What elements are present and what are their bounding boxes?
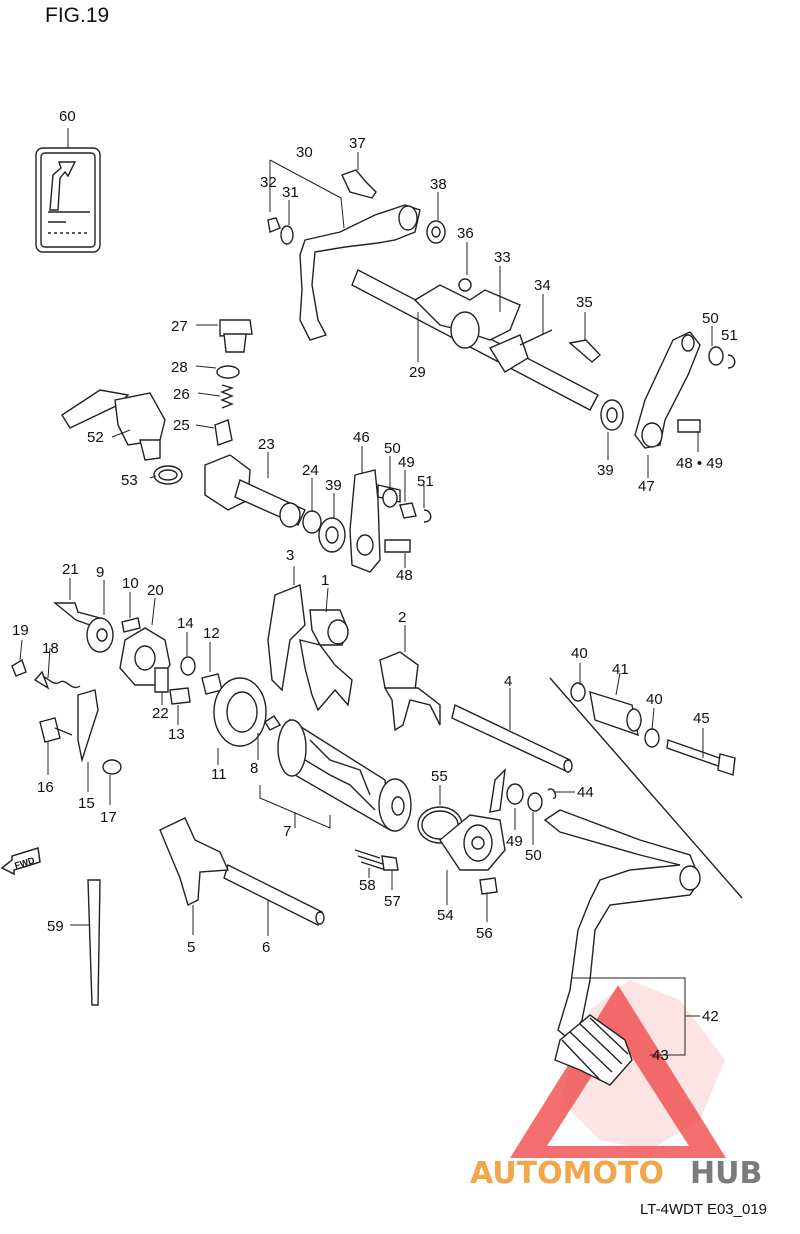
part-label-32: 32 <box>260 174 277 191</box>
part-label-46: 46 <box>353 429 370 446</box>
part-label-28: 28 <box>171 359 188 376</box>
cam-stopper-group <box>11 578 223 805</box>
part-label-7: 7 <box>283 823 291 840</box>
part-label-29: 29 <box>409 364 426 381</box>
part-label-18: 18 <box>42 640 59 657</box>
part-label-44: 44 <box>577 784 594 801</box>
part-label-39-right: 39 <box>597 462 614 479</box>
part-label-6: 6 <box>262 939 270 956</box>
part-label-4: 4 <box>504 673 512 690</box>
detent-plug-group <box>195 319 253 446</box>
shift-arm-group <box>267 152 446 341</box>
part-label-35: 35 <box>576 294 593 311</box>
part-label-40-top: 40 <box>571 645 588 662</box>
part-label-3: 3 <box>286 547 294 564</box>
part-label-24: 24 <box>302 462 319 479</box>
part-label-53: 53 <box>121 472 138 489</box>
part-label-60: 60 <box>59 108 76 125</box>
shift-arm-47-group <box>634 326 736 478</box>
part-label-48-49: 48 • 49 <box>676 455 723 472</box>
neutral-switch-group <box>61 389 183 485</box>
part-label-13: 13 <box>168 726 185 743</box>
part-label-55: 55 <box>431 768 448 785</box>
part-label-30: 30 <box>296 144 313 161</box>
part-label-48-mid: 48 <box>396 567 413 584</box>
part-label-31: 31 <box>282 184 299 201</box>
gearshift-shaft-group <box>351 242 624 460</box>
part-label-50-mid: 50 <box>384 440 401 457</box>
part-label-5: 5 <box>187 939 195 956</box>
part-label-11: 11 <box>211 766 227 783</box>
part-label-52: 52 <box>87 429 104 446</box>
part-label-49-mid: 49 <box>398 454 415 471</box>
fork-shafts-group <box>159 688 573 936</box>
part-label-36: 36 <box>457 225 474 242</box>
part-label-34: 34 <box>534 277 551 294</box>
part-label-27: 27 <box>171 318 188 335</box>
diagram-code: LT-4WDT E03_019 <box>640 1201 767 1218</box>
figure-title: FIG.19 <box>45 4 109 27</box>
part-label-19: 19 <box>12 622 29 639</box>
part-label-45: 45 <box>693 710 710 727</box>
part-label-59: 59 <box>47 918 64 935</box>
part-label-47: 47 <box>638 478 655 495</box>
part-label-43: 43 <box>652 1047 669 1064</box>
part-label-16: 16 <box>37 779 54 796</box>
shift-cam-group <box>204 446 432 573</box>
part-label-50-top: 50 <box>702 310 719 327</box>
gearshift-pedal-group <box>543 809 701 1086</box>
part-label-56: 56 <box>476 925 493 942</box>
part-label-10: 10 <box>122 575 139 592</box>
part-label-40-bottom: 40 <box>646 691 663 708</box>
part-label-12: 12 <box>203 625 220 642</box>
shift-drum-group <box>213 677 412 832</box>
part-label-14: 14 <box>177 615 194 632</box>
part-label-51-mid: 51 <box>417 473 434 490</box>
pedal-pivot-group <box>549 663 743 899</box>
shift-forks-group <box>267 566 441 732</box>
watermark-text-a: AUTOMOTO <box>470 1156 664 1191</box>
part-label-39-left: 39 <box>325 477 342 494</box>
part-label-1: 1 <box>321 572 329 589</box>
part-label-50-bottom: 50 <box>525 847 542 864</box>
part-59-rod <box>70 879 101 1006</box>
part-label-42: 42 <box>702 1008 719 1025</box>
fwd-arrow-icon: FWD <box>0 847 41 876</box>
part-label-38: 38 <box>430 176 447 193</box>
part-labels: 60 30 37 32 31 38 36 33 34 35 50 51 27 2… <box>12 108 738 1064</box>
part-label-37: 37 <box>349 135 366 152</box>
part-label-25: 25 <box>173 417 190 434</box>
watermark-text-b: HUB <box>690 1156 762 1191</box>
part-label-57: 57 <box>384 893 401 910</box>
part-label-22: 22 <box>152 705 169 722</box>
part-label-2: 2 <box>398 609 406 626</box>
part-label-51-top: 51 <box>721 327 738 344</box>
part-label-54: 54 <box>437 907 454 924</box>
part-label-23: 23 <box>258 436 275 453</box>
part-label-49-bottom: 49 <box>506 833 523 850</box>
part-label-20: 20 <box>147 582 164 599</box>
neutral-cam-group <box>354 768 575 922</box>
part-label-21: 21 <box>62 561 79 578</box>
part-label-58: 58 <box>359 877 376 894</box>
part-label-8: 8 <box>250 760 258 777</box>
part-label-26: 26 <box>173 386 190 403</box>
part-label-17: 17 <box>100 809 117 826</box>
part-label-9: 9 <box>96 564 104 581</box>
part-label-33: 33 <box>494 249 511 266</box>
part-label-15: 15 <box>78 795 95 812</box>
part-60-label-plate <box>35 128 101 253</box>
part-label-41: 41 <box>612 661 629 678</box>
